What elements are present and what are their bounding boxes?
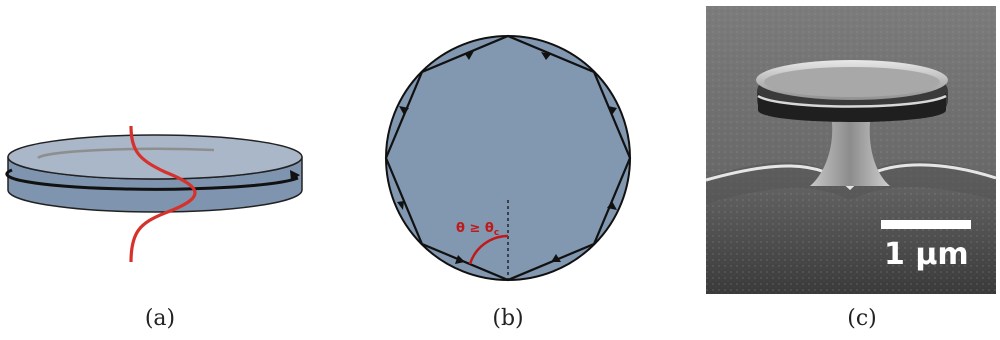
mode-profile-curve — [129, 125, 197, 263]
angle-arc — [468, 234, 509, 265]
scale-bar-label: 1 μm — [884, 237, 969, 272]
ray-arrow-icon — [399, 106, 409, 115]
panel-b-ray-diagram: θ ≥ θc (b) — [370, 0, 640, 340]
ray-arrow-icon — [455, 255, 465, 264]
mode-ring-back — [37, 147, 215, 160]
disk-top-face — [7, 134, 303, 180]
substrate-edge — [706, 161, 996, 204]
ring-arrow-icon — [290, 170, 300, 181]
mode-ring-front — [5, 168, 299, 191]
caption-a: (a) — [144, 306, 176, 331]
angle-label: θ ≥ θc — [456, 221, 499, 238]
ray-arrow-icon — [607, 201, 617, 210]
ray-arrow-icon — [397, 201, 404, 210]
ray-arrows — [397, 51, 617, 264]
panel-a-microdisk-diagram: (a) — [0, 0, 330, 340]
scale-bar — [881, 220, 971, 229]
sem-micrograph: 1 μm — [705, 6, 997, 294]
ray-arrow-icon — [465, 51, 474, 60]
microdisk-illustration — [5, 125, 303, 263]
caption-c: (c) — [847, 306, 877, 331]
panel-c-sem-image: 1 μm (c) — [700, 0, 1000, 340]
sem-pillar — [810, 122, 890, 186]
ray-arrow-icon — [608, 106, 617, 115]
ray-arrow-icon — [541, 52, 551, 60]
ray-arrow-icon — [551, 254, 561, 262]
ray-diagram: θ ≥ θc — [384, 34, 632, 282]
caption-b: (b) — [492, 306, 524, 331]
